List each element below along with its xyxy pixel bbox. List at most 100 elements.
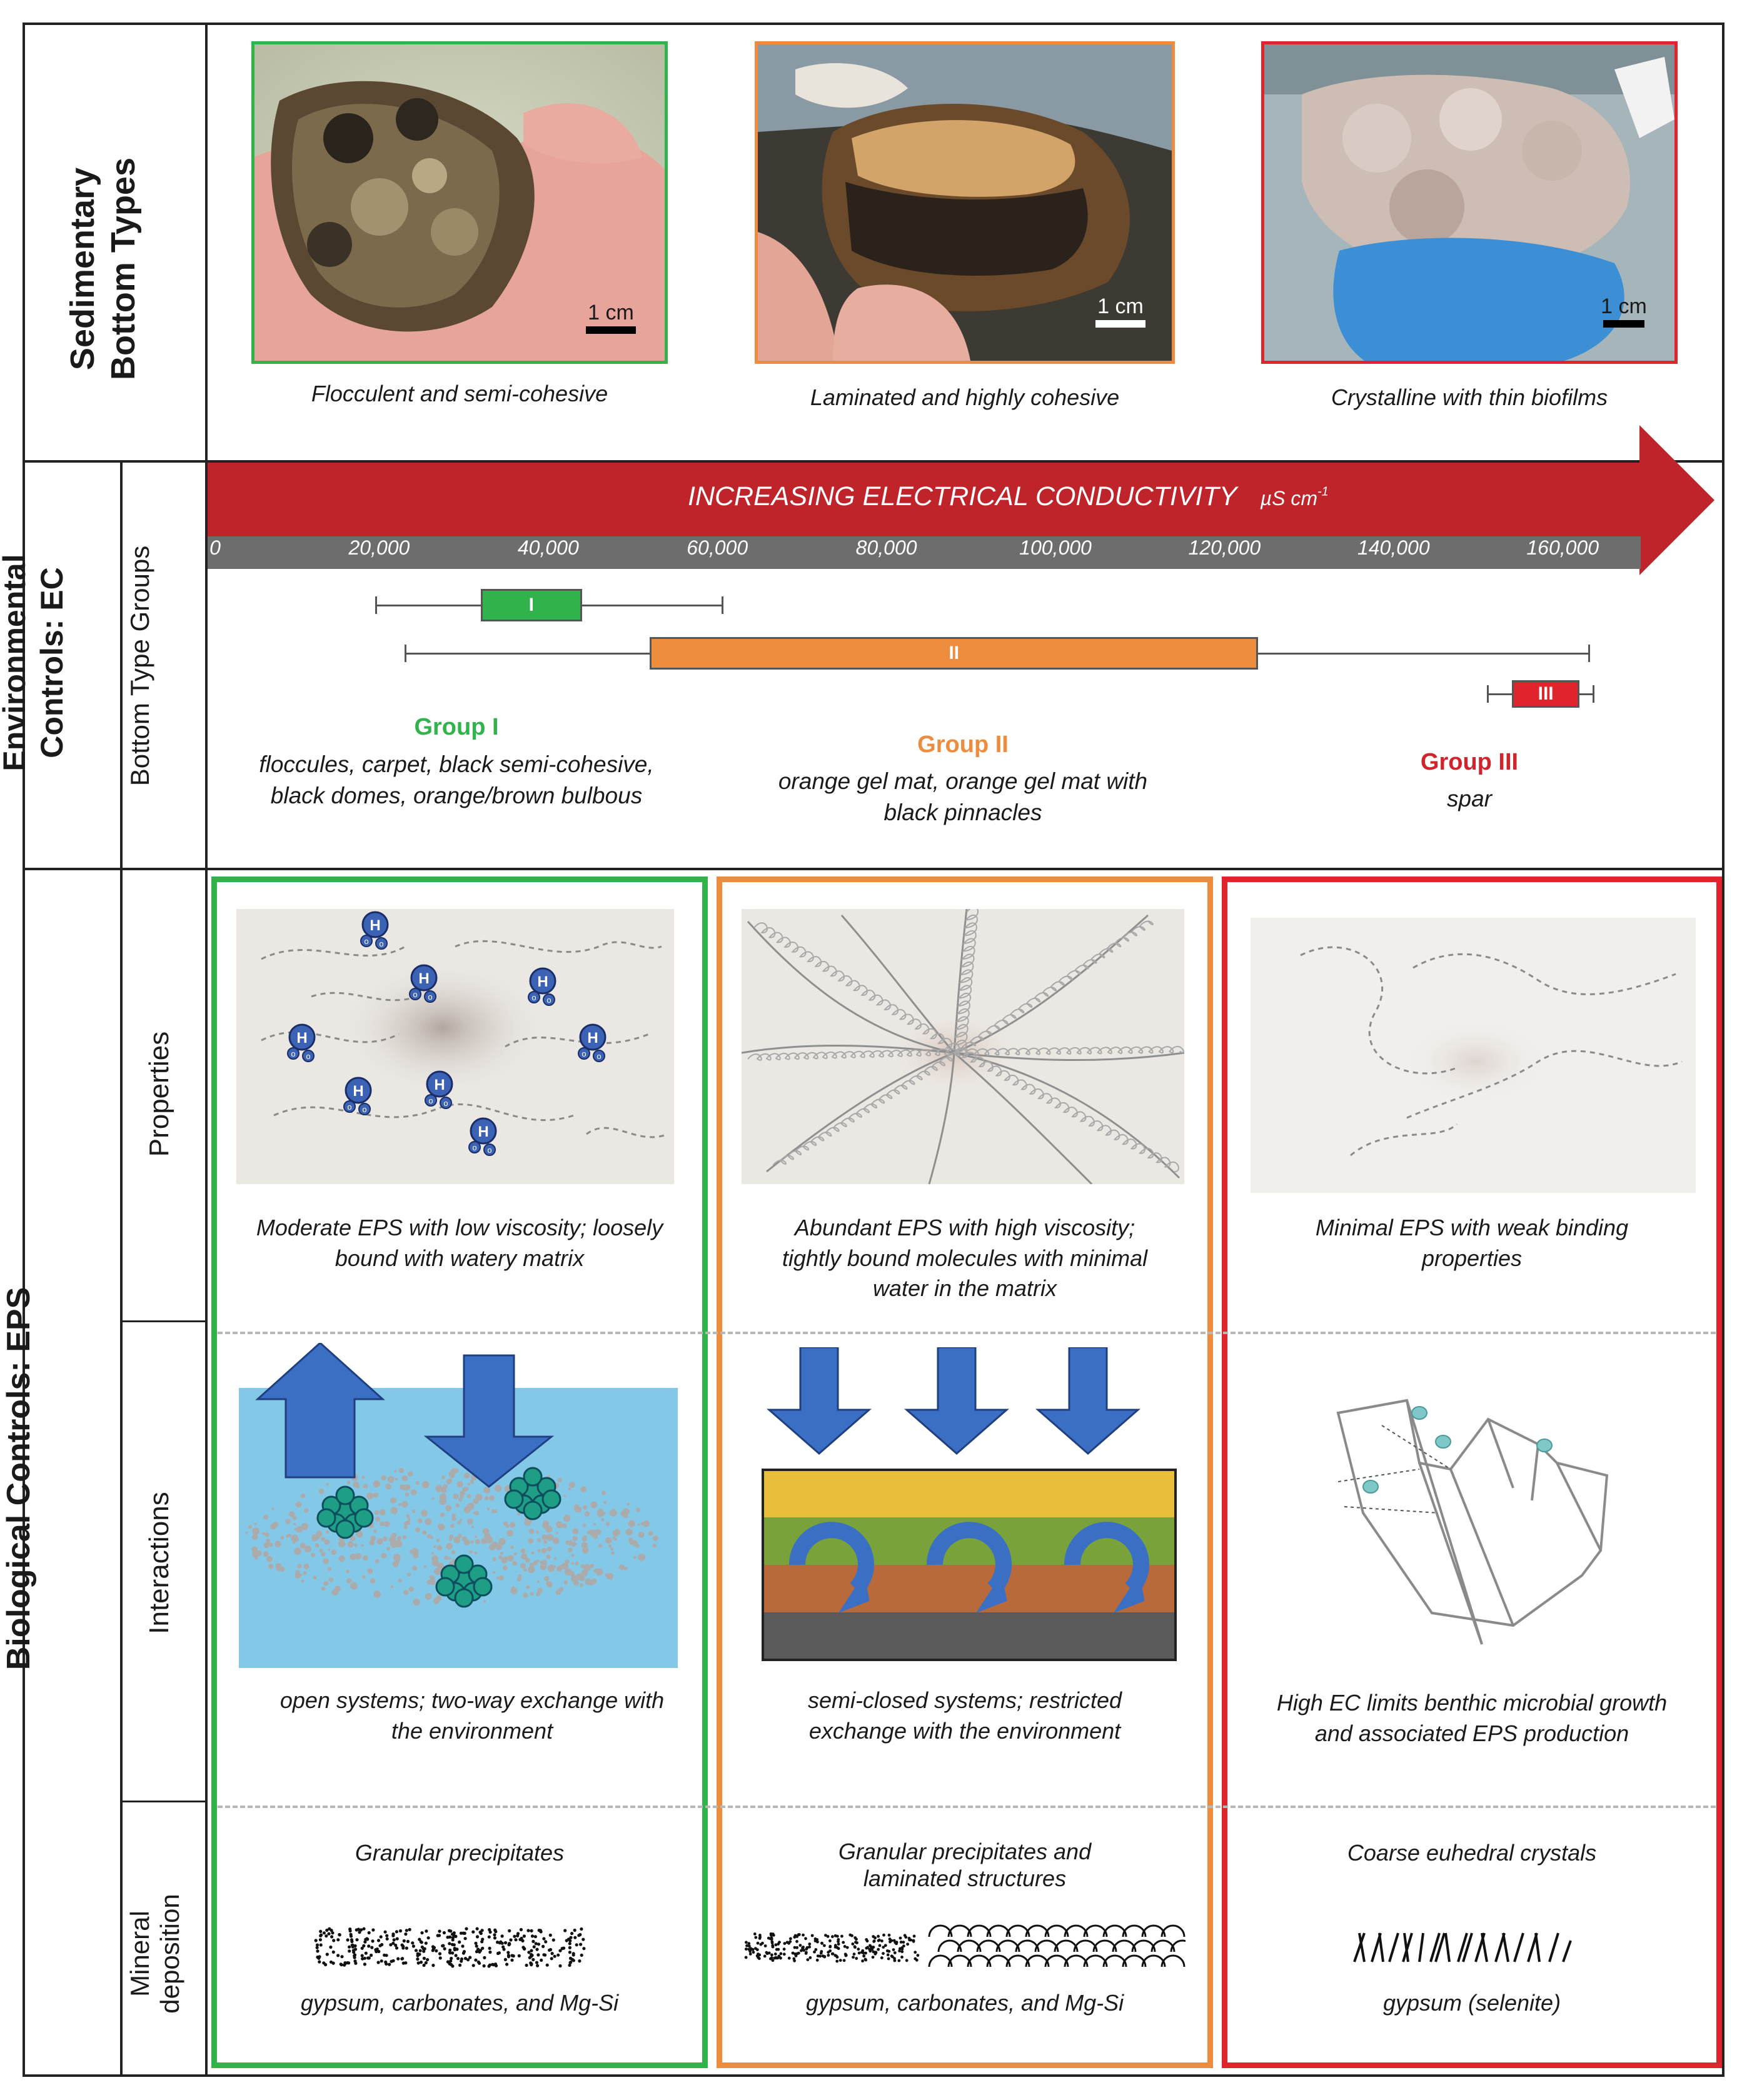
water-molecule: Ho o <box>578 1023 607 1062</box>
water-molecule: Ho o <box>528 967 556 1006</box>
group-3-title: Group III <box>1420 749 1519 775</box>
svg-text:o: o <box>597 1052 601 1061</box>
svg-text:o: o <box>581 1049 586 1058</box>
properties-caption-3: Minimal EPS with weak binding properties <box>1315 1215 1629 1271</box>
properties-caption-2: Abundant EPS with high viscosity; tightl… <box>782 1215 1148 1302</box>
svg-text:o: o <box>546 995 551 1005</box>
whisker-cap-high-I <box>721 596 723 614</box>
mineral-title-2: Granular precipitates and laminated stru… <box>838 1839 1092 1892</box>
photo-crystalline: 1 cm <box>1261 41 1678 364</box>
photo-caption-2: Laminated and highly cohesive <box>810 384 1120 410</box>
crystal-illustration <box>1336 1399 1609 1645</box>
laminated-sample-image <box>758 44 1172 361</box>
scale-label-1: 1 cm <box>588 301 634 324</box>
whisker-cap-low-I <box>375 596 377 614</box>
ec-tick-5: 100,000 <box>1019 536 1092 559</box>
ec-tick-3: 60,000 <box>687 536 748 559</box>
box-III: III <box>1512 680 1580 708</box>
cycle-arrow <box>1064 1522 1149 1595</box>
svg-text:o: o <box>428 992 432 1002</box>
column-group-3 <box>1222 877 1722 2068</box>
svg-text:o: o <box>379 939 383 948</box>
ec-label-text: INCREASING ELECTRICAL CONDUCTIVITY <box>688 481 1237 511</box>
crystalline-sample-image <box>1264 44 1674 361</box>
row-label-interactions: Interactions <box>144 1492 174 1634</box>
mineral-sub-2: gypsum, carbonates, and Mg-Si <box>805 1990 1124 2016</box>
ec-arrow <box>208 425 1714 575</box>
whisker-cap-high-III <box>1592 685 1594 703</box>
interactions-caption-1: open systems; two-way exchange with the … <box>279 1687 665 1744</box>
eps-minimal-illustration <box>1251 918 1696 1193</box>
row-label-sedimentary: Sedimentary Bottom Types <box>64 158 142 381</box>
mineral-title-1: Granular precipitates <box>355 1840 565 1866</box>
interactions-caption-3: High EC limits benthic microbial growth … <box>1276 1690 1668 1746</box>
row-divider-2 <box>23 868 1724 870</box>
scale-label-3: 1 cm <box>1601 294 1647 318</box>
svg-text:H: H <box>434 1077 445 1093</box>
svg-text:H: H <box>478 1123 488 1140</box>
svg-text:H: H <box>353 1083 363 1100</box>
svg-text:o: o <box>347 1102 351 1112</box>
photo-laminated: 1 cm <box>755 41 1175 364</box>
ec-unit: µS cm <box>1260 487 1317 510</box>
box-I: I <box>480 589 582 621</box>
eps-viscous-matrix-illustration <box>742 909 1184 1184</box>
group-1-title: Group I <box>414 714 499 740</box>
microbial-cluster <box>504 1467 561 1520</box>
flocculent-sample-image <box>254 44 665 361</box>
row-divider-1 <box>23 460 1724 463</box>
row-divider-4 <box>120 1801 206 1802</box>
photo-caption-3: Crystalline with thin biofilms <box>1331 384 1608 410</box>
open-system-illustration <box>239 1343 678 1668</box>
cycle-arrow <box>788 1522 874 1595</box>
column-group-2 <box>717 877 1213 2068</box>
ec-tick-8: 160,000 <box>1526 536 1599 559</box>
interactions-caption-2: semi-closed systems; restricted exchange… <box>807 1687 1122 1744</box>
row-label-properties: Properties <box>144 1031 174 1157</box>
scale-bar-1: 1 cm <box>576 301 645 334</box>
svg-text:H: H <box>418 970 429 987</box>
svg-text:o: o <box>306 1052 310 1061</box>
photo-caption-1: Flocculent and semi-cohesive <box>311 381 608 406</box>
whisker-cap-low-II <box>404 645 406 662</box>
water-molecule: Ho o <box>468 1117 497 1156</box>
row-divider-3 <box>120 1320 206 1322</box>
group-2-title: Group II <box>917 731 1009 758</box>
svg-text:H: H <box>587 1030 598 1047</box>
ec-unit-sup: -1 <box>1317 485 1329 499</box>
mineral-title-3: Coarse euhedral crystals <box>1347 1840 1597 1866</box>
properties-caption-1: Moderate EPS with low viscosity; loosely… <box>256 1215 663 1271</box>
mineral-sub-1: gypsum, carbonates, and Mg-Si <box>300 1990 619 2016</box>
euhedral-crystals-icon <box>1353 1932 1572 1962</box>
svg-text:o: o <box>487 1145 491 1155</box>
ec-tick-0: 0 <box>209 536 221 559</box>
microbial-cluster <box>435 1554 493 1608</box>
row-label-bottom-type-groups: Bottom Type Groups <box>125 545 154 786</box>
whisker-cap-low-III <box>1486 685 1489 703</box>
ec-arrow-label: INCREASING ELECTRICAL CONDUCTIVITY µS cm… <box>688 481 1376 512</box>
svg-text:o: o <box>531 993 536 1002</box>
outer-frame <box>23 23 1724 2077</box>
svg-text:o: o <box>413 990 417 999</box>
laminated-structures-icon <box>744 1924 1186 1967</box>
scale-label-2: 1 cm <box>1097 294 1144 318</box>
cycle-arrow <box>926 1522 1012 1595</box>
ec-tick-7: 140,000 <box>1357 536 1430 559</box>
dashed-divider-2 <box>218 1806 1716 1808</box>
ec-tick-6: 120,000 <box>1188 536 1261 559</box>
scale-bar-3: 1 cm <box>1589 294 1658 328</box>
svg-text:o: o <box>428 1096 433 1105</box>
dashed-divider-1 <box>218 1332 1716 1334</box>
svg-text:o: o <box>472 1143 476 1152</box>
water-molecule: Ho o <box>409 964 438 1003</box>
granular-precipitates-icon <box>314 1927 586 1968</box>
svg-text:H: H <box>537 973 548 990</box>
group-2-desc: orange gel mat, orange gel mat with blac… <box>778 768 1148 825</box>
svg-text:H: H <box>296 1030 307 1047</box>
left-col-divider <box>205 23 208 2077</box>
